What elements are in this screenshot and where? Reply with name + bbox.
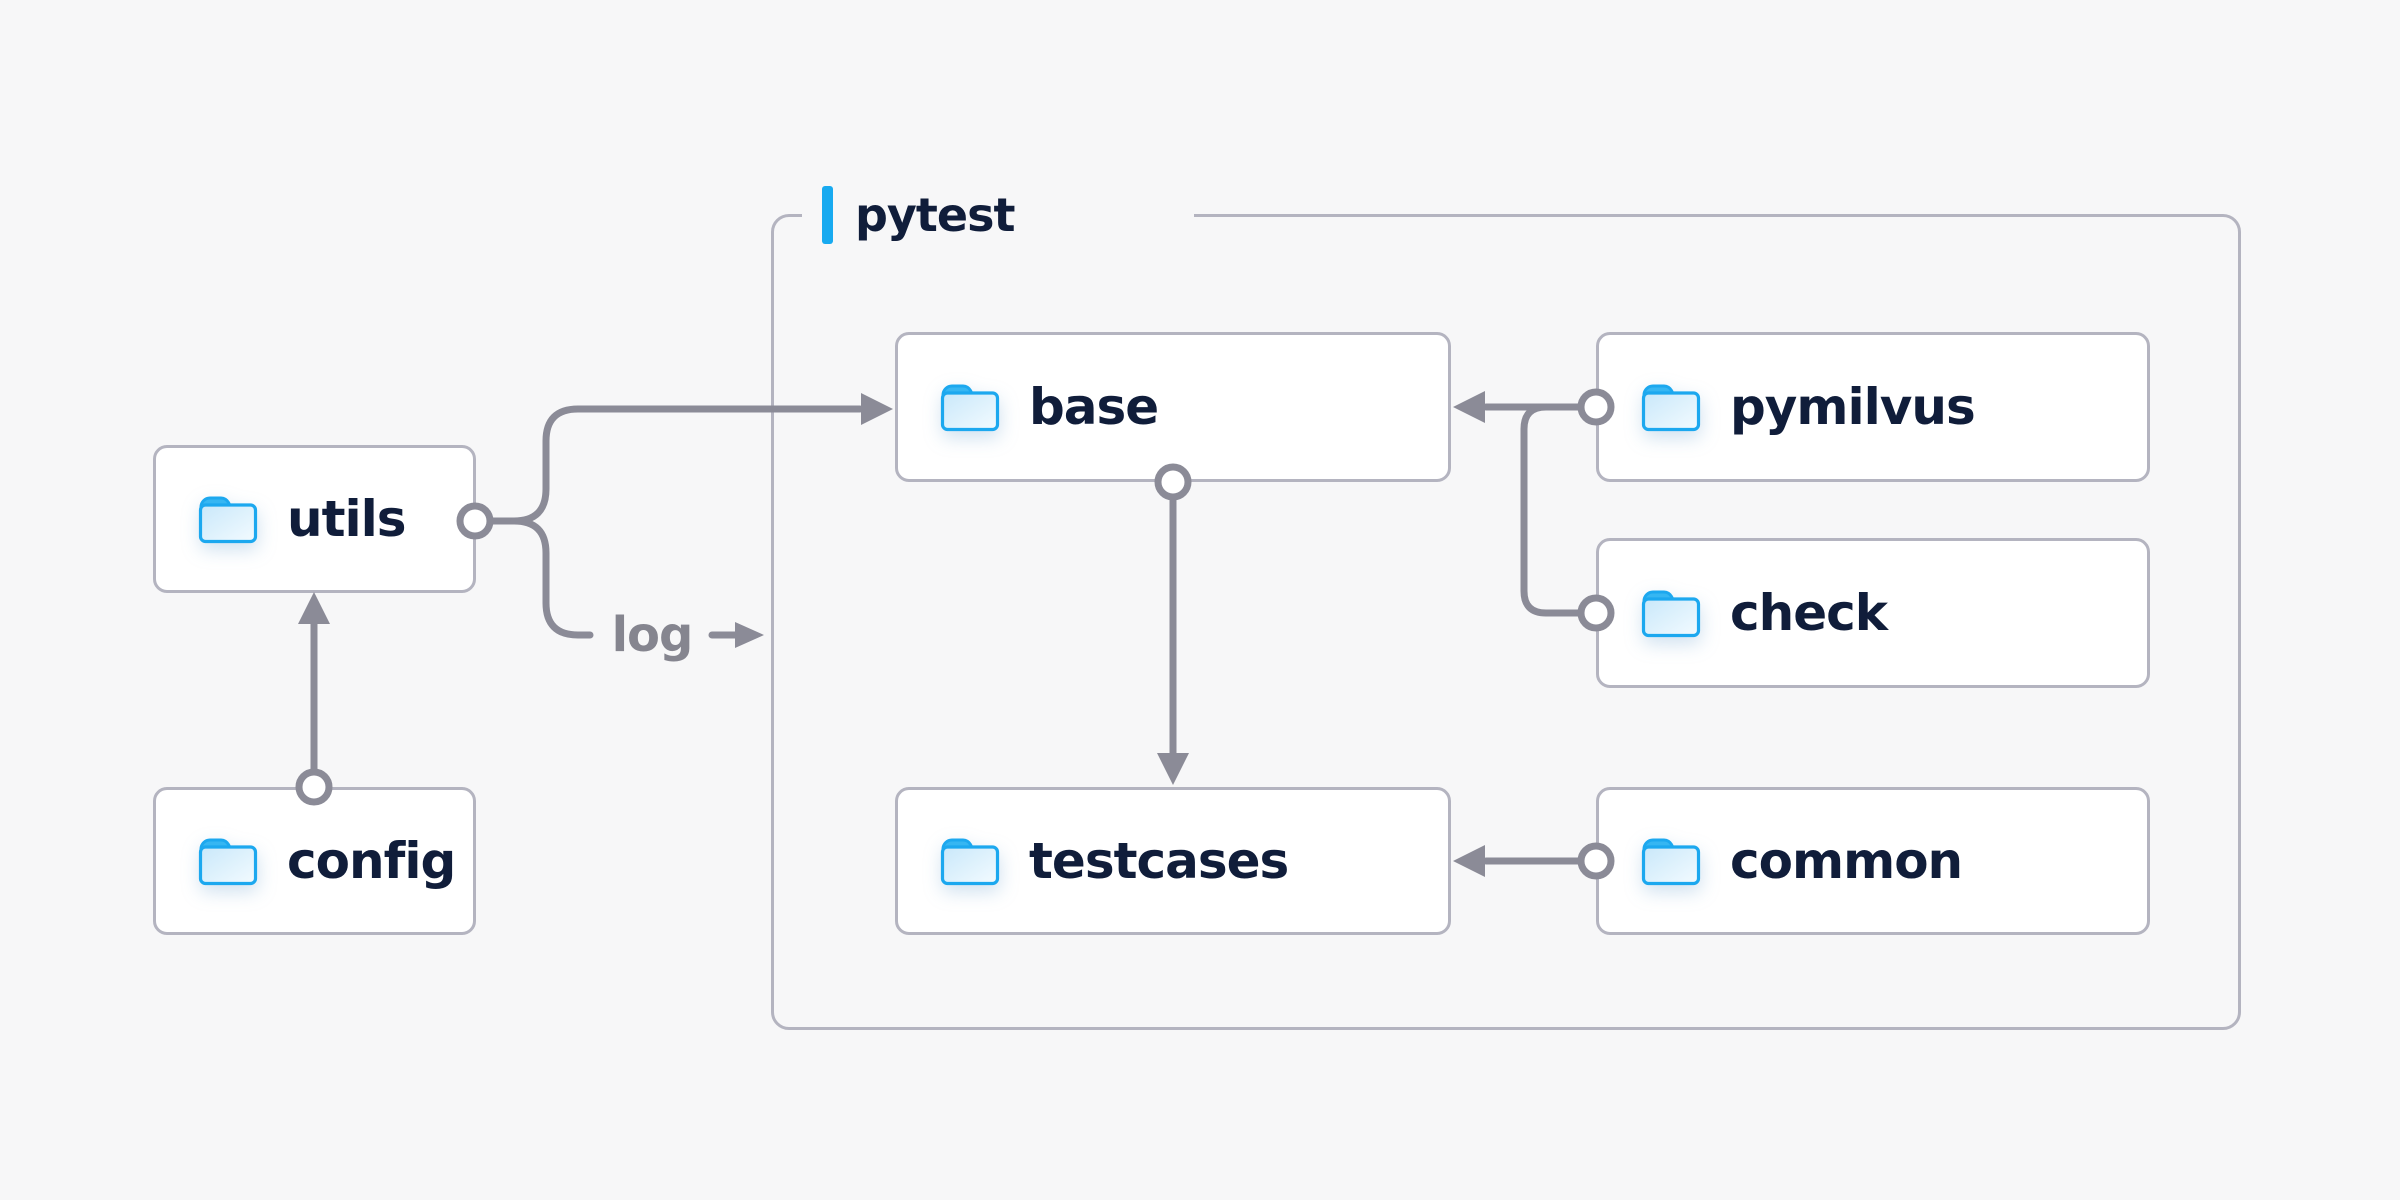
node-pymilvus: pymilvus <box>1596 332 2150 482</box>
node-config: config <box>153 787 476 935</box>
pytest-group-label: pytest <box>802 177 1195 253</box>
node-label-check: check <box>1730 584 1888 642</box>
folder-icon <box>1641 384 1701 431</box>
folder-icon <box>198 838 258 885</box>
node-label-config: config <box>287 832 456 890</box>
node-common: common <box>1596 787 2150 935</box>
accent-bar-icon <box>822 186 833 244</box>
branch-utils-log <box>510 517 594 639</box>
node-testcases: testcases <box>895 787 1451 935</box>
node-label-testcases: testcases <box>1029 832 1289 890</box>
node-label-common: common <box>1730 832 1963 890</box>
folder-icon <box>940 838 1000 885</box>
edge-label-log: log <box>611 607 694 663</box>
node-label-pymilvus: pymilvus <box>1730 378 1976 436</box>
node-base: base <box>895 332 1451 482</box>
arrowhead-up-icon <box>298 592 330 624</box>
node-label-utils: utils <box>287 490 407 548</box>
folder-icon <box>1641 838 1701 885</box>
folder-icon <box>1641 590 1701 637</box>
node-label-base: base <box>1029 378 1159 436</box>
folder-icon <box>198 496 258 543</box>
connector-config-utils <box>295 592 333 806</box>
folder-icon <box>940 384 1000 431</box>
pytest-group-border <box>771 214 2241 1030</box>
node-utils: utils <box>153 445 476 593</box>
pytest-group-title: pytest <box>855 188 1015 242</box>
node-check: check <box>1596 538 2150 688</box>
log-arrow-icon <box>735 622 764 648</box>
